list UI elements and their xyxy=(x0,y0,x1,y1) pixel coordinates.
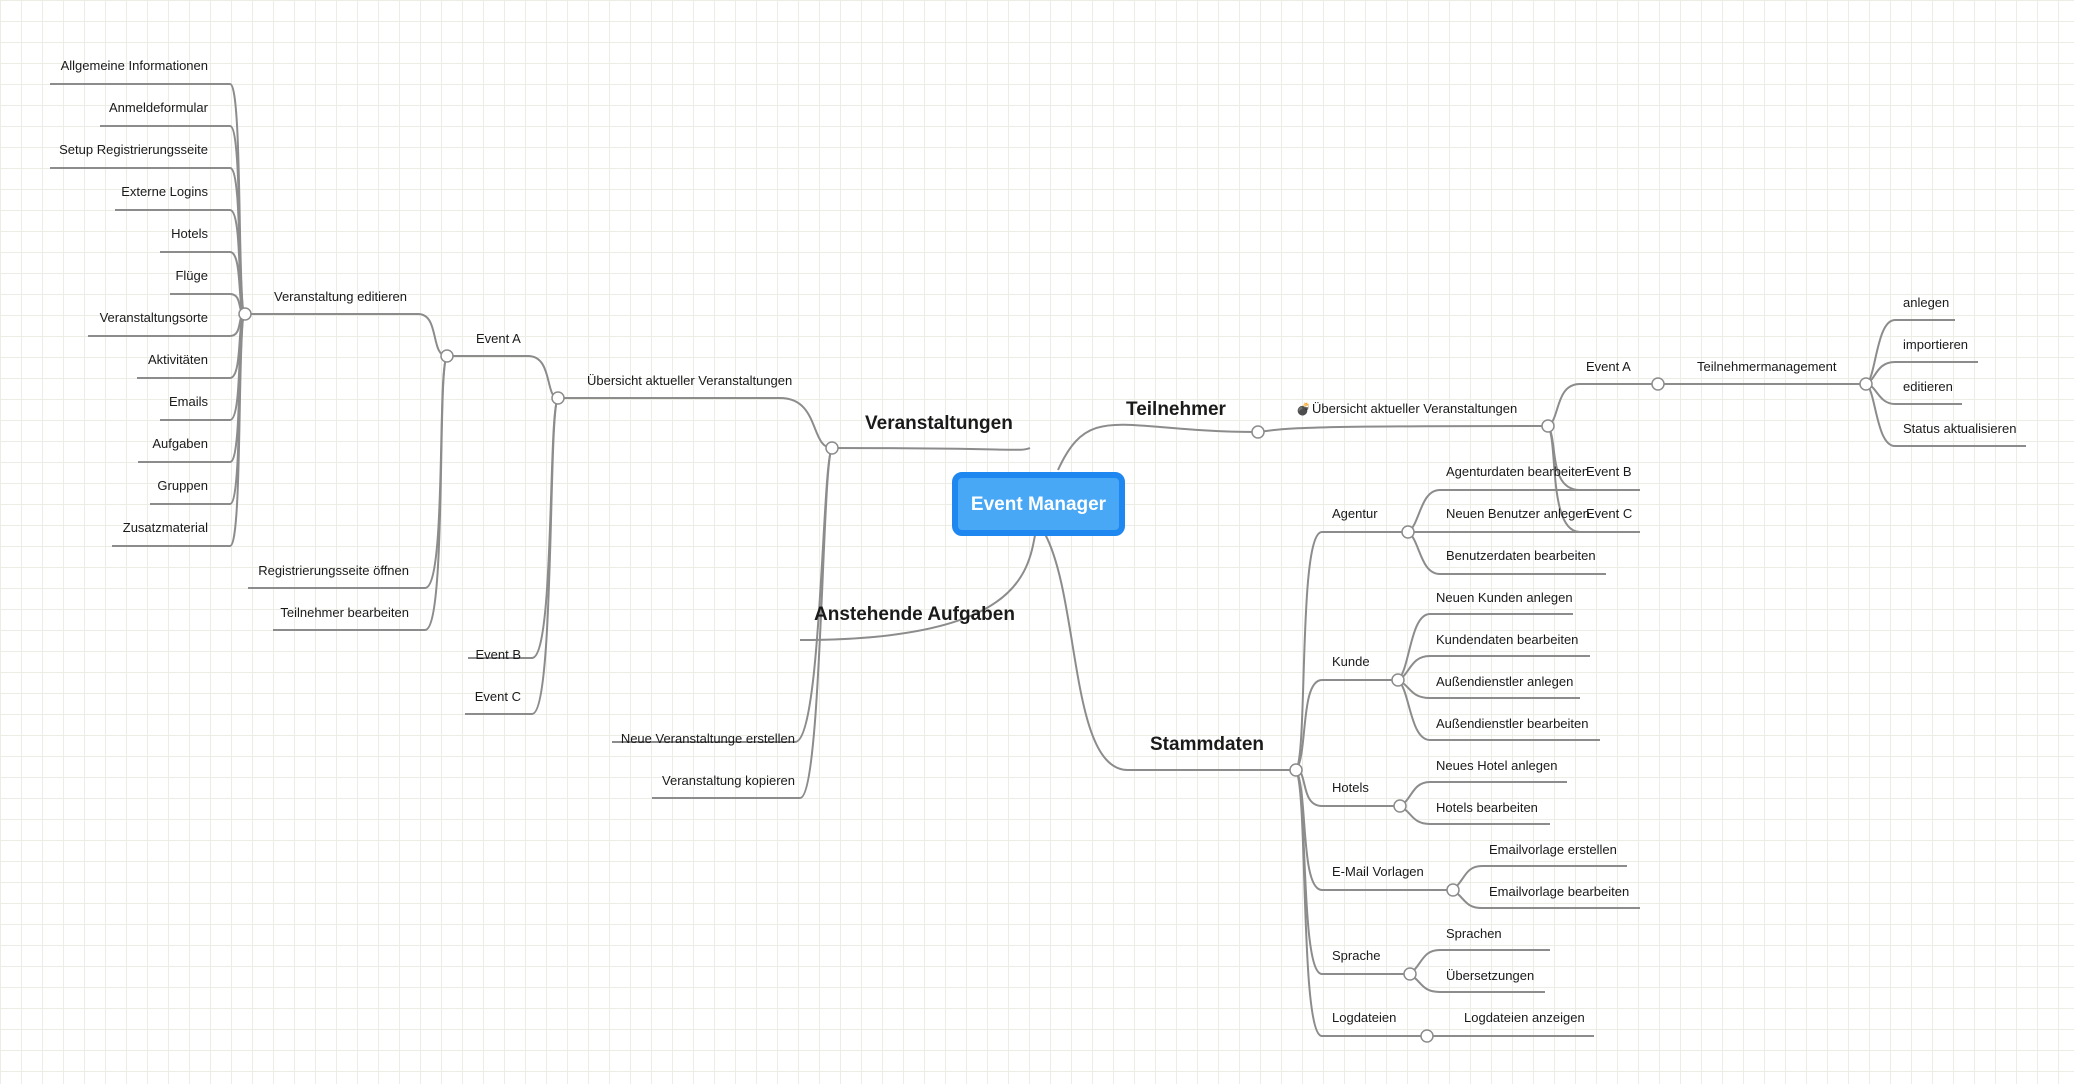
edit-items: Allgemeine InformationenAnmeldeformularS… xyxy=(59,58,209,535)
item-emailvorlage-bearbeiten[interactable]: Emailvorlage bearbeiten xyxy=(1489,884,1629,899)
root-label: Event Manager xyxy=(971,494,1107,515)
item-hotels-bearbeiten[interactable]: Hotels bearbeiten xyxy=(1436,800,1538,815)
node-action-editieren[interactable]: editieren xyxy=(1903,379,1953,394)
edit-item[interactable]: Hotels xyxy=(171,226,208,241)
node-registrierungsseite[interactable]: Registrierungsseite öffnen xyxy=(258,563,409,578)
edit-item[interactable]: Allgemeine Informationen xyxy=(61,58,208,73)
node-uebersicht[interactable]: Übersicht aktueller Veranstaltungen xyxy=(587,373,792,388)
node-veranstaltung-kopieren[interactable]: Veranstaltung kopieren xyxy=(662,773,795,788)
group-logdateien[interactable]: Logdateien xyxy=(1332,1010,1396,1025)
mind-map-connectors xyxy=(50,83,2026,1037)
item-neues-hotel-anlegen[interactable]: Neues Hotel anlegen xyxy=(1436,758,1557,773)
group-email-vorlagen[interactable]: E-Mail Vorlagen xyxy=(1332,864,1424,879)
node-teilnehmer-event-b[interactable]: Event B xyxy=(1586,464,1632,479)
edit-item[interactable]: Gruppen xyxy=(157,478,208,493)
node-action-status[interactable]: Status aktualisieren xyxy=(1903,421,2016,436)
knob-kunde[interactable] xyxy=(1391,673,1405,687)
knob-uebersicht[interactable] xyxy=(551,391,565,405)
node-teilnehmer-event-a[interactable]: Event A xyxy=(1586,359,1631,374)
group-agentur[interactable]: Agentur xyxy=(1332,506,1378,521)
node-action-importieren[interactable]: importieren xyxy=(1903,337,1968,352)
edit-item[interactable]: Aktivitäten xyxy=(148,352,208,367)
knob-stammdaten[interactable] xyxy=(1289,763,1303,777)
edit-item[interactable]: Zusatzmaterial xyxy=(123,520,208,535)
knob-veranstaltung-editieren[interactable] xyxy=(238,307,252,321)
knob-hotels[interactable] xyxy=(1393,799,1407,813)
item-agenturdaten-bearbeiten[interactable]: Agenturdaten bearbeiten xyxy=(1446,464,1589,479)
node-teilnehmermanagement[interactable]: Teilnehmermanagement xyxy=(1697,359,1837,374)
node-event-a[interactable]: Event A xyxy=(476,331,521,346)
item-aussendienstler-bearbeiten[interactable]: Außendienstler bearbeiten xyxy=(1436,716,1589,731)
knob-email-vorlagen[interactable] xyxy=(1446,883,1460,897)
edit-item[interactable]: Aufgaben xyxy=(152,436,208,451)
knob-event-a[interactable] xyxy=(440,349,454,363)
node-teilnehmer-bearbeiten[interactable]: Teilnehmer bearbeiten xyxy=(280,605,409,620)
knob-teilnehmer-event-a[interactable] xyxy=(1651,377,1665,391)
item-sprachen[interactable]: Sprachen xyxy=(1446,926,1502,941)
bomb-icon: 💣 xyxy=(1296,402,1311,417)
branch-stammdaten[interactable]: Stammdaten xyxy=(1150,734,1264,755)
edit-item[interactable]: Flüge xyxy=(175,268,208,283)
node-action-anlegen[interactable]: anlegen xyxy=(1903,295,1949,310)
edit-item[interactable]: Externe Logins xyxy=(121,184,208,199)
node-neue-veranstaltung[interactable]: Neue Veranstaltunge erstellen xyxy=(621,731,795,746)
item-kundendaten-bearbeiten[interactable]: Kundendaten bearbeiten xyxy=(1436,632,1578,647)
branch-anstehende-aufgaben[interactable]: Anstehende Aufgaben xyxy=(814,604,1015,625)
item-logdateien-anzeigen[interactable]: Logdateien anzeigen xyxy=(1464,1010,1585,1025)
item-benutzerdaten-bearbeiten[interactable]: Benutzerdaten bearbeiten xyxy=(1446,548,1596,563)
group-hotels[interactable]: Hotels xyxy=(1332,780,1369,795)
root-node[interactable]: Event Manager xyxy=(952,472,1125,536)
edit-item[interactable]: Setup Registrierungsseite xyxy=(59,142,208,157)
knob-teilnehmer-uebersicht[interactable] xyxy=(1541,419,1555,433)
edit-item[interactable]: Anmeldeformular xyxy=(109,100,209,115)
branch-teilnehmer[interactable]: Teilnehmer xyxy=(1126,399,1227,420)
knob-veranstaltungen[interactable] xyxy=(825,441,839,455)
node-event-c[interactable]: Event C xyxy=(475,689,521,704)
knob-sprache[interactable] xyxy=(1403,967,1417,981)
knob-logdateien[interactable] xyxy=(1420,1029,1434,1043)
item-uebersetzungen[interactable]: Übersetzungen xyxy=(1446,968,1534,983)
knob-agentur[interactable] xyxy=(1401,525,1415,539)
node-teilnehmer-uebersicht[interactable]: Übersicht aktueller Veranstaltungen xyxy=(1312,401,1517,416)
node-teilnehmer-event-c[interactable]: Event C xyxy=(1586,506,1632,521)
branch-veranstaltungen[interactable]: Veranstaltungen xyxy=(865,413,1013,434)
item-neuen-kunden-anlegen[interactable]: Neuen Kunden anlegen xyxy=(1436,590,1573,605)
node-veranstaltung-editieren[interactable]: Veranstaltung editieren xyxy=(274,289,407,304)
item-aussendienstler-anlegen[interactable]: Außendienstler anlegen xyxy=(1436,674,1573,689)
item-emailvorlage-erstellen[interactable]: Emailvorlage erstellen xyxy=(1489,842,1617,857)
group-kunde[interactable]: Kunde xyxy=(1332,654,1370,669)
knob-teilnehmermanagement[interactable] xyxy=(1859,377,1873,391)
item-neuen-benutzer-anlegen[interactable]: Neuen Benutzer anlegen xyxy=(1446,506,1590,521)
branch-knobs xyxy=(238,307,1873,1043)
group-sprache[interactable]: Sprache xyxy=(1332,948,1380,963)
node-event-b[interactable]: Event B xyxy=(475,647,521,662)
knob-teilnehmer[interactable] xyxy=(1251,425,1265,439)
edit-item[interactable]: Emails xyxy=(169,394,209,409)
edit-item[interactable]: Veranstaltungsorte xyxy=(100,310,208,325)
